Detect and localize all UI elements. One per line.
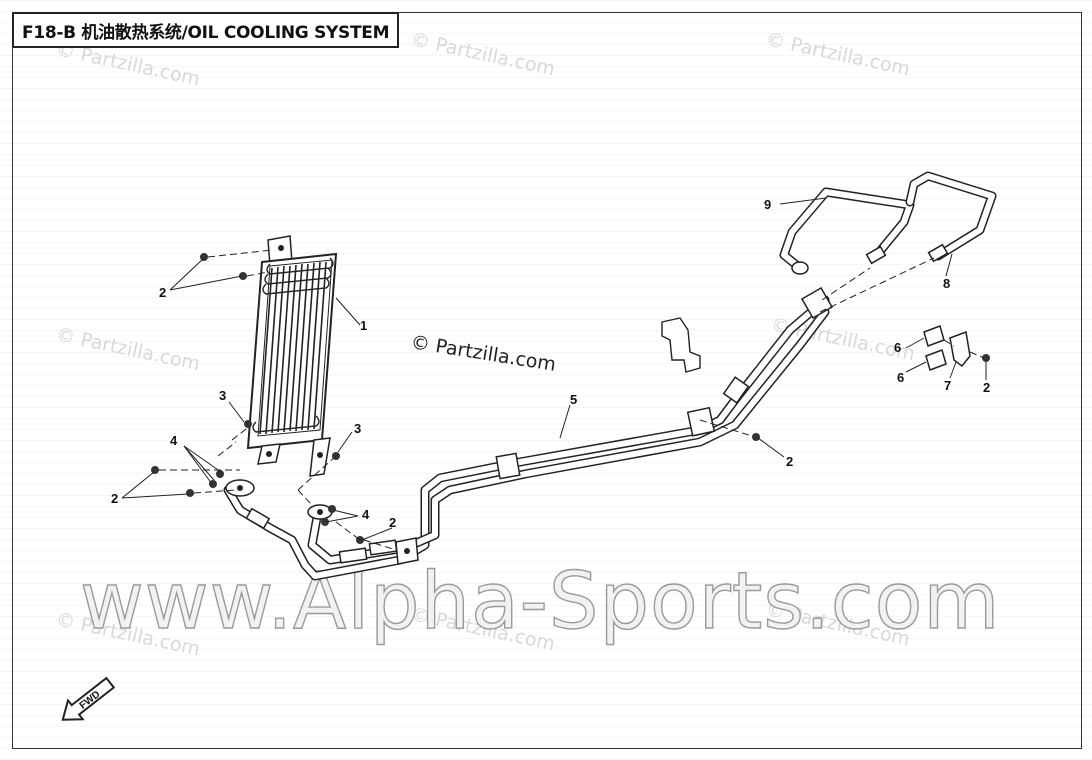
callouts: 1 2 3 3 4 2 4 2 5 2 9 8 6 6 7 2 [111, 197, 990, 530]
oil-pipes-upper [779, 171, 997, 275]
fwd-arrow: FWD [61, 676, 116, 721]
callout-2: 2 [983, 380, 990, 395]
callout-2: 2 [389, 515, 396, 530]
watermark-partzilla: © Partzilla.com [764, 28, 912, 80]
watermark-partzilla-main: © Partzilla.com [409, 331, 557, 376]
bolts [151, 253, 760, 544]
watermark-alpha-sports: www.Alpha-Sports.com [80, 557, 1000, 647]
leader-lines [121, 197, 987, 541]
callout-2: 2 [159, 285, 166, 300]
callout-6: 6 [894, 340, 901, 355]
assembly-lines [159, 249, 985, 551]
fittings [923, 325, 990, 371]
oil-lines [223, 286, 834, 581]
oil-cooler [246, 235, 338, 477]
callout-3: 3 [354, 421, 361, 436]
diagram-frame [12, 12, 1082, 749]
watermark-partzilla: © Partzilla.com [54, 323, 202, 375]
callout-1: 1 [360, 318, 367, 333]
page-title: F18-B 机油散热系统/OIL COOLING SYSTEM [12, 12, 400, 48]
callout-9: 9 [764, 197, 771, 212]
fwd-arrow-icon [61, 676, 116, 721]
callout-4: 4 [170, 433, 178, 448]
callout-5: 5 [570, 392, 577, 407]
callout-2: 2 [786, 454, 793, 469]
callout-8: 8 [943, 276, 950, 291]
callout-3: 3 [219, 388, 226, 403]
callout-6: 6 [897, 370, 904, 385]
callout-2: 2 [111, 491, 118, 506]
watermark-partzilla: © Partzilla.com [409, 28, 557, 80]
callout-7: 7 [944, 378, 951, 393]
callout-4: 4 [362, 507, 370, 522]
